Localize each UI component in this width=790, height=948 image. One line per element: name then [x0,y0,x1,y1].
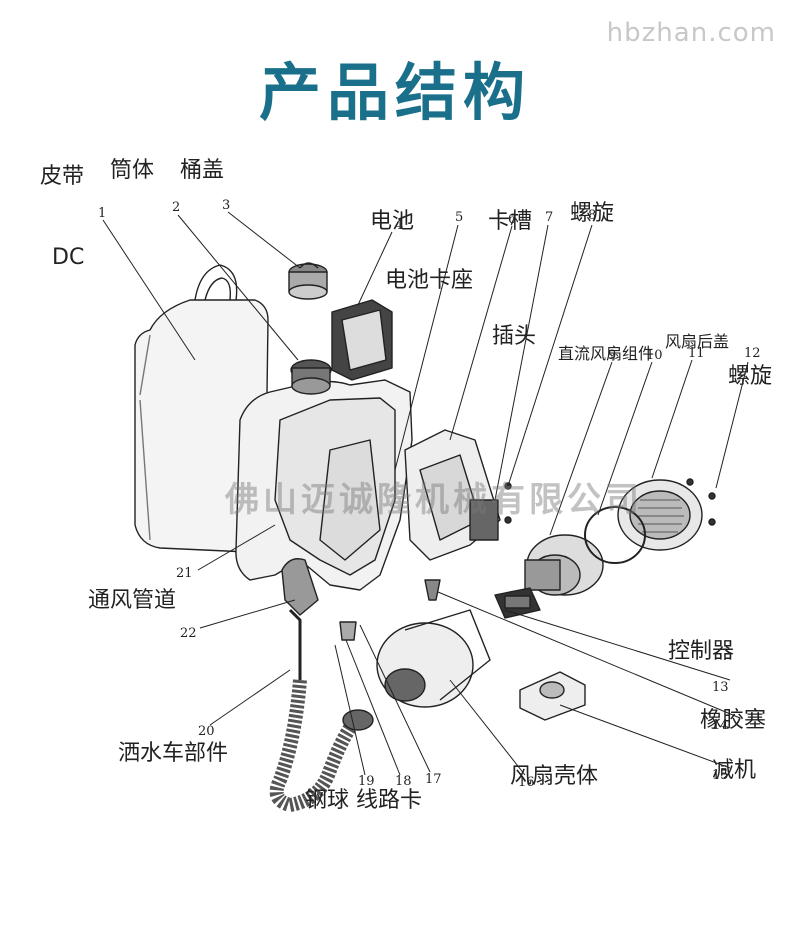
label-reducer: 减机 [712,758,757,783]
part-number-1: 1 [98,206,107,221]
fan-back-cover-part [617,479,703,551]
part-number-21: 21 [176,566,193,581]
label-bucket-lid: 桶盖 [180,158,225,183]
part-number-5: 5 [455,210,464,225]
part-number-10: 10 [646,348,663,363]
label-vent-duct: 通风管道 [88,588,177,613]
part-number-7: 7 [545,210,554,225]
bucket-lid-part [288,262,328,300]
label-screw-top: 螺旋 [570,201,615,226]
company-watermark: 佛山迈诚隆机械有限公司 [225,480,643,520]
part-number-20: 20 [198,724,215,739]
label-controller: 控制器 [668,639,735,664]
label-sprinkler-parts: 洒水车部件 [118,741,229,766]
label-dc-fan-assembly: 直流风扇组件 [558,344,655,363]
label-rubber-plug: 橡胶塞 [700,708,767,733]
part-number-8: 8 [588,208,597,223]
site-watermark: hbzhan.com [606,18,776,48]
part-number-11: 11 [688,346,705,361]
part-number-16: 16 [518,775,535,790]
belt-bag-part [134,264,269,553]
label-belt: 皮带 [40,164,85,189]
reducer-part [519,671,586,721]
part-number-15: 15 [712,768,729,783]
label-plug: 插头 [492,324,537,349]
part-number-22: 22 [180,626,197,641]
part-number-18: 18 [395,774,412,789]
fan-housing-part [376,609,491,708]
card-slot-part [404,429,501,561]
fan-ring-part [584,506,646,564]
part-number-17: 17 [425,772,442,787]
label-fan-back-cover: 风扇后盖 [665,332,730,351]
part-number-4: 4 [395,218,404,233]
part-number-3: 3 [222,198,231,213]
label-ball-line-clip: 钢球 线路卡 [305,788,422,813]
part-number-14: 14 [712,718,729,733]
part-number-9: 9 [608,348,617,363]
part-number-12: 12 [744,346,761,361]
page-title: 产品结构 [258,56,531,129]
label-fan-housing: 风扇壳体 [510,764,599,789]
battery-part [331,299,393,381]
tank-body-part [235,379,413,591]
tank-cap [290,359,332,395]
part-number-19: 19 [358,774,375,789]
nozzle-parts [339,579,441,641]
part-number-13: 13 [712,680,729,695]
label-dc: DC [52,245,85,270]
dc-fan-assembly-part [524,534,604,596]
part-number-2: 2 [172,200,181,215]
label-screw-right: 螺旋 [728,364,773,389]
label-tank-body: 筒体 [110,158,155,183]
part-number-6: 6 [508,212,517,227]
leader-lines [102,211,749,776]
label-card-slot: 卡槽 [488,209,533,234]
label-battery: 电池 [370,209,415,234]
label-battery-seat: 电池卡座 [385,268,474,293]
sprinkler-assembly [269,558,374,812]
